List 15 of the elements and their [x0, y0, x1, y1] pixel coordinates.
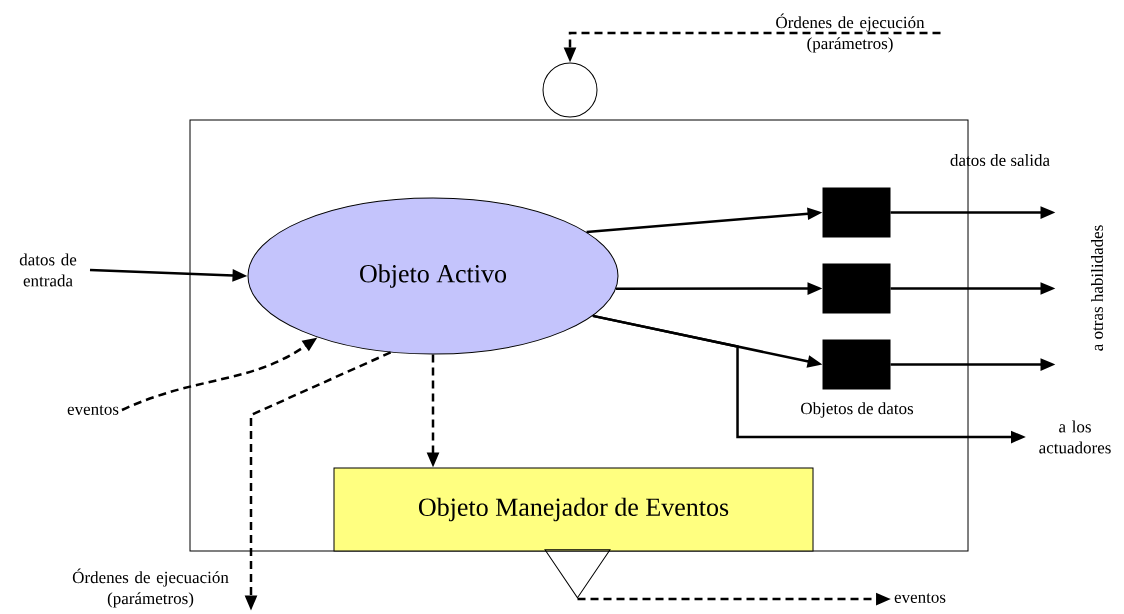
event-text: eventos	[894, 593, 946, 603]
label-text: Objetos de datos	[801, 402, 914, 418]
input-text: datos de entrada	[19, 253, 77, 287]
handler-box: Objeto Manejador de Eventos	[333, 467, 814, 552]
command-text: Órdenes de ejecución (parámetros)	[776, 13, 925, 53]
label-text: datos de salida	[950, 154, 1050, 166]
port-circle	[542, 62, 598, 118]
event-text: eventos	[67, 405, 119, 415]
data-block	[822, 263, 891, 314]
data-block	[822, 187, 891, 238]
actuator-text: a los actuadores	[1039, 420, 1111, 454]
label-text: a otras habilidades	[1091, 225, 1103, 351]
port-triangle	[544, 549, 611, 599]
data-block	[822, 339, 891, 390]
command-text: Órdenes de ejecuación (parámetros)	[72, 568, 229, 608]
